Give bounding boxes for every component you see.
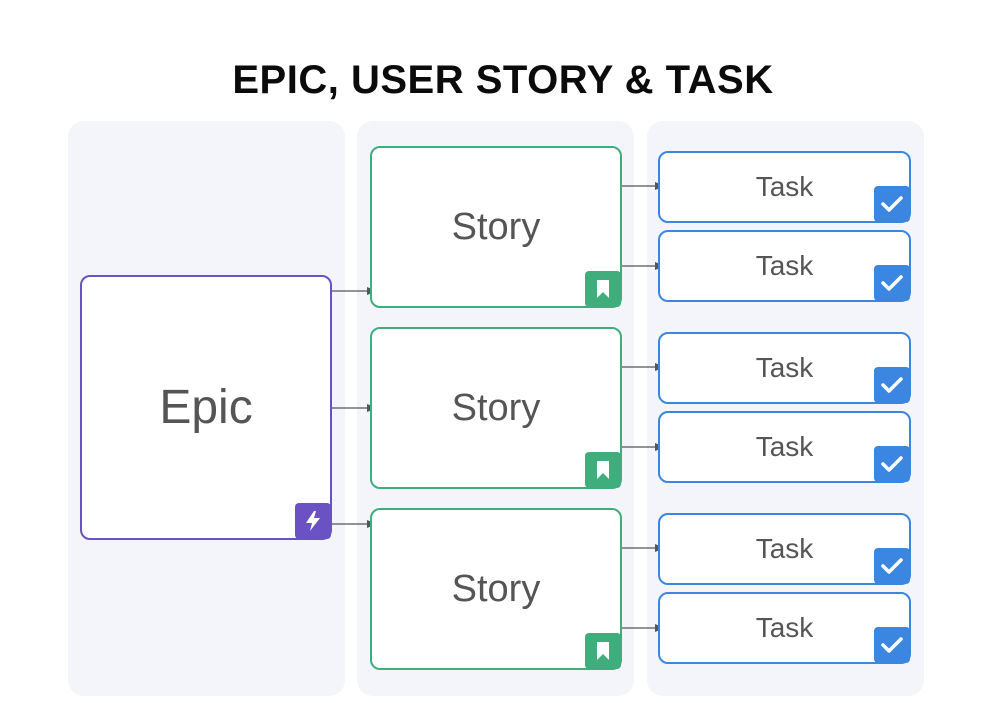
checkmark-icon: [874, 186, 910, 222]
task-label: Task: [755, 171, 814, 202]
checkmark-icon: [874, 548, 910, 584]
task-card[interactable]: Task: [658, 151, 911, 223]
task-label: Task: [755, 250, 814, 281]
task-card[interactable]: Task: [658, 332, 911, 404]
task-card[interactable]: Task: [658, 411, 911, 483]
checkmark-icon: [874, 265, 910, 301]
task-label: Task: [755, 352, 814, 383]
checkmark-icon: [874, 446, 910, 482]
task-card[interactable]: Task: [658, 513, 911, 585]
checkmark-icon: [874, 367, 910, 403]
bookmark-icon: [585, 452, 621, 488]
diagram-title: EPIC, USER STORY & TASK: [232, 58, 774, 102]
task-card[interactable]: Task: [658, 592, 911, 664]
epic-card[interactable]: Epic: [80, 275, 332, 540]
story-label: Story: [451, 567, 541, 610]
task-card[interactable]: Task: [658, 230, 911, 302]
story-card[interactable]: Story: [370, 146, 622, 308]
task-label: Task: [755, 612, 814, 643]
epic-label: Epic: [159, 381, 253, 434]
lightning-icon: [295, 503, 331, 539]
task-label: Task: [755, 533, 814, 564]
task-label: Task: [755, 431, 814, 462]
story-card[interactable]: Story: [370, 327, 622, 489]
story-label: Story: [451, 386, 541, 429]
bookmark-icon: [585, 633, 621, 669]
story-label: Story: [451, 205, 541, 248]
checkmark-icon: [874, 627, 910, 663]
story-card[interactable]: Story: [370, 508, 622, 670]
bookmark-icon: [585, 271, 621, 307]
